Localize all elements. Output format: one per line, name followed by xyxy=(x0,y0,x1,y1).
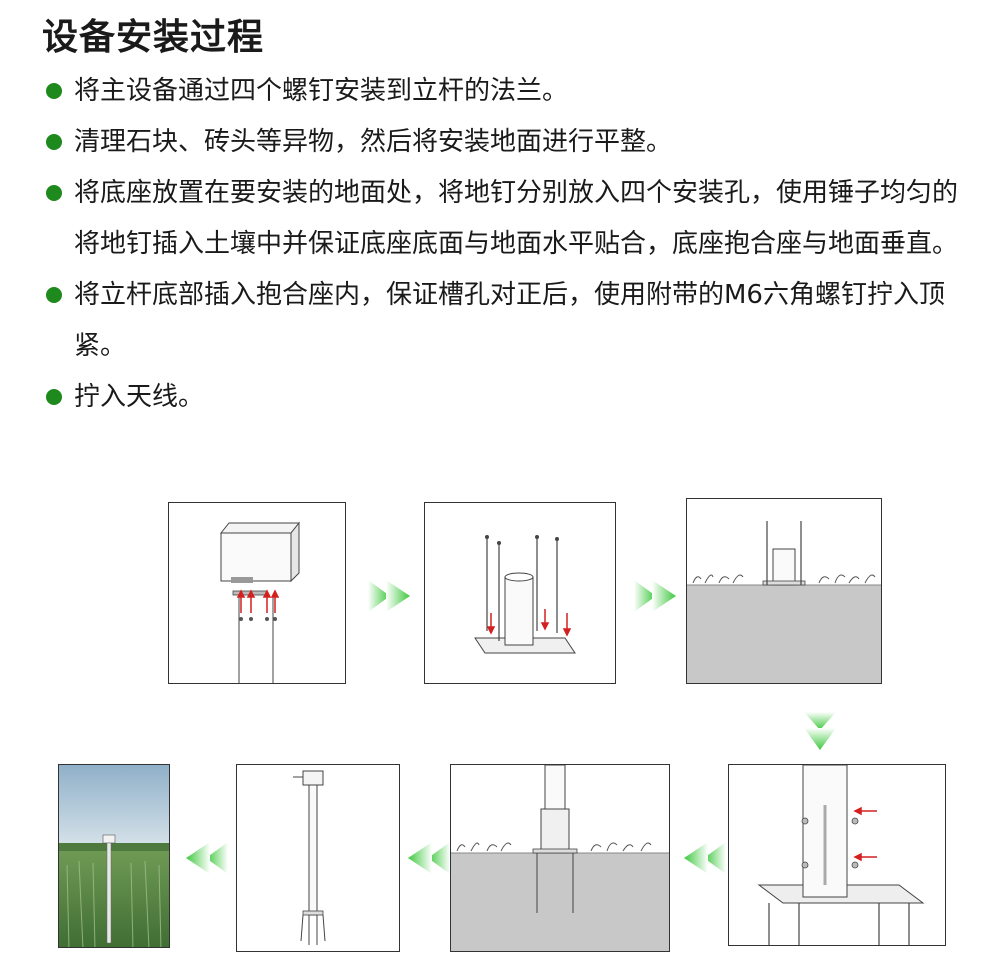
step-text: 清理石块、砖头等异物，然后将安装地面进行平整。 xyxy=(74,127,673,157)
step-text: 将主设备通过四个螺钉安装到立杆的法兰。 xyxy=(74,76,569,106)
arrow-right-icon xyxy=(368,580,410,612)
step-2: 清理石块、砖头等异物，然后将安装地面进行平整。 xyxy=(44,117,964,168)
step-3: 将底座放置在要安装的地面处，将地钉分别放入四个安装孔，使用锤子均匀的将地钉插入土… xyxy=(44,168,964,270)
bullet-icon xyxy=(46,83,62,99)
field-photo-icon xyxy=(59,765,169,947)
pole-into-base-illustration xyxy=(728,764,946,946)
arrow-left-icon xyxy=(408,842,450,874)
stakes-in-ground-illustration xyxy=(686,498,882,684)
step-5: 拧入天线。 xyxy=(44,372,964,423)
bullet-icon xyxy=(46,389,62,405)
step-1: 将主设备通过四个螺钉安装到立杆的法兰。 xyxy=(44,66,964,117)
field-photo xyxy=(58,764,170,948)
pole-in-ground-icon xyxy=(451,765,669,951)
page-title: 设备安装过程 xyxy=(42,17,265,58)
bullet-icon xyxy=(46,134,62,150)
arrow-down-icon xyxy=(804,712,836,750)
step-text: 将底座放置在要安装的地面处，将地钉分别放入四个安装孔，使用锤子均匀的将地钉插入土… xyxy=(74,178,959,259)
step-text: 拧入天线。 xyxy=(74,382,205,412)
step-4: 将立杆底部插入抱合座内，保证槽孔对正后，使用附带的M6六角螺钉拧入顶紧。 xyxy=(44,270,964,372)
bullet-icon xyxy=(46,287,62,303)
base-with-stakes-icon xyxy=(474,535,576,654)
device-to-pole-illustration xyxy=(168,502,346,684)
assembled-station-icon xyxy=(293,770,326,945)
arrow-left-icon xyxy=(684,842,726,874)
pole-in-ground-illustration xyxy=(450,764,670,952)
pole-into-base-icon xyxy=(757,765,925,945)
installation-steps: 将主设备通过四个螺钉安装到立杆的法兰。 清理石块、砖头等异物，然后将安装地面进行… xyxy=(44,66,964,423)
stakes-in-ground-icon xyxy=(687,521,881,683)
assembled-station-illustration xyxy=(236,764,400,952)
arrow-right-icon xyxy=(634,580,676,612)
base-with-stakes-illustration xyxy=(424,502,616,684)
device-to-pole-icon xyxy=(219,521,301,683)
step-text: 将立杆底部插入抱合座内，保证槽孔对正后，使用附带的M6六角螺钉拧入顶紧。 xyxy=(74,280,945,361)
bullet-icon xyxy=(46,185,62,201)
arrow-left-icon xyxy=(186,842,228,874)
